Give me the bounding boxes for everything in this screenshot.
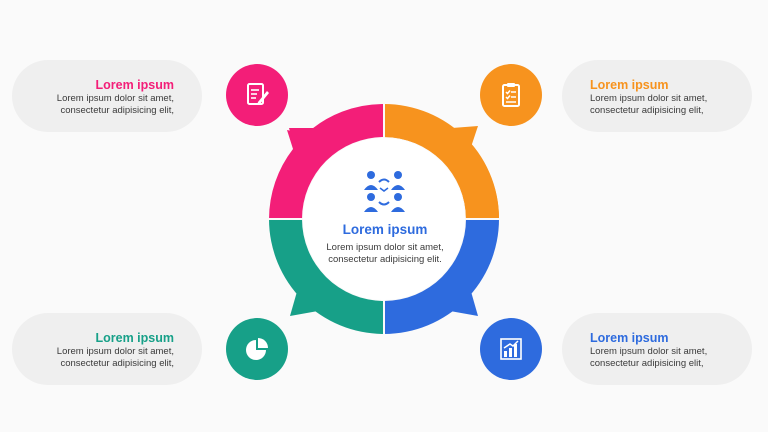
clipboard-checklist-icon <box>502 83 520 107</box>
ring-arrow-blue <box>450 288 478 316</box>
team-cycle-icon <box>364 171 405 212</box>
ring-center-disc <box>303 138 465 300</box>
center-title: Lorem ipsum <box>342 222 428 237</box>
pie-chart-icon <box>246 338 268 360</box>
card-title: Lorem ipsum <box>95 331 175 345</box>
info-card-bottom-left: Lorem ipsum Lorem ipsum dolor sit amet, … <box>12 313 202 385</box>
info-card-bottom-right: Lorem ipsum Lorem ipsum dolor sit amet, … <box>562 313 752 385</box>
document-edit-icon <box>247 83 269 105</box>
badge-bottom-right <box>480 318 542 380</box>
bar-chart-growth-icon <box>500 338 522 360</box>
ring-segment-teal <box>269 219 384 334</box>
card-text: Lorem ipsum dolor sit amet, consectetur … <box>590 93 708 116</box>
info-card-top-right: Lorem ipsum Lorem ipsum dolor sit amet, … <box>562 60 752 132</box>
ring-segment-orange-body <box>384 104 499 219</box>
badge-top-right <box>480 64 542 126</box>
card-title: Lorem ipsum <box>590 331 669 345</box>
ring-arrow-teal <box>290 288 318 316</box>
card-title: Lorem ipsum <box>95 78 175 92</box>
badge-bottom-left <box>226 318 288 380</box>
ring-segment-blue <box>384 219 499 334</box>
info-card-top-left: Lorem ipsum Lorem ipsum dolor sit amet, … <box>12 60 202 132</box>
card-text: Lorem ipsum dolor sit amet, consectetur … <box>56 93 174 116</box>
ring-arrow-pink <box>289 128 316 152</box>
ring-arrow-orange <box>452 126 478 150</box>
card-text: Lorem ipsum dolor sit amet, consectetur … <box>56 346 174 369</box>
card-title: Lorem ipsum <box>590 78 669 92</box>
badge-top-left <box>226 64 288 126</box>
center-description: Lorem ipsum dolor sit amet, consectetur … <box>326 242 444 265</box>
card-text: Lorem ipsum dolor sit amet, consectetur … <box>590 346 708 369</box>
